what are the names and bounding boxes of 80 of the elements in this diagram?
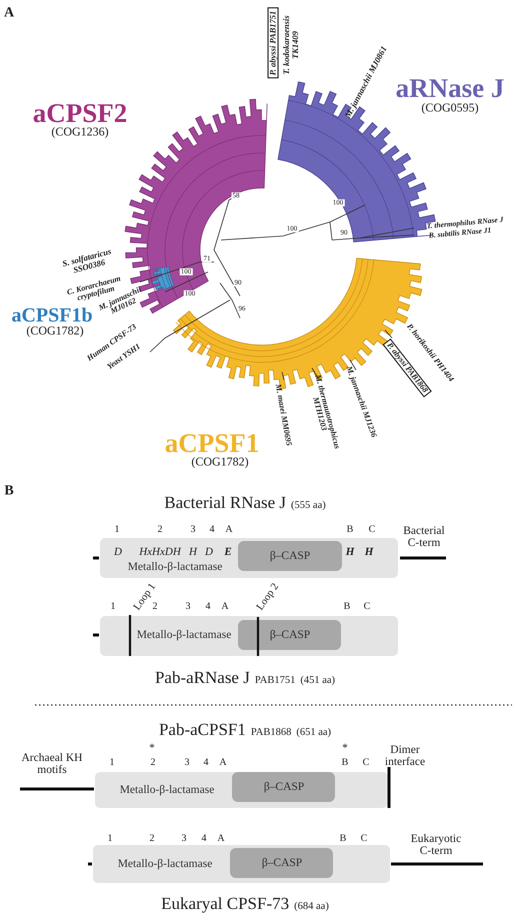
- protein-length: (651 aa): [296, 727, 332, 738]
- motif-label: 3: [184, 758, 190, 768]
- clade-name: aCPSF1b: [11, 306, 93, 326]
- motif-label: A: [225, 524, 233, 536]
- protein-name: Pab-aCPSF1: [158, 721, 246, 739]
- protein-length: (684 aa): [294, 901, 329, 912]
- cog-id: (COG1782): [26, 324, 84, 338]
- cog-id: (COG0595): [421, 102, 479, 114]
- protein-name: Eukaryal CPSF-73: [161, 895, 290, 913]
- domain-label: Metallo-β-lactamase: [136, 629, 232, 641]
- species-label: T. kodokaraensis TK1409: [282, 14, 300, 77]
- motif-label: C: [364, 602, 370, 612]
- domain-label: Metallo-β-lactamase: [120, 784, 214, 796]
- protein-bar: [100, 538, 398, 578]
- motif-label: 3: [186, 602, 190, 612]
- protein-name: Bacterial RNase J: [164, 494, 286, 512]
- domain-label: β–CASP: [270, 629, 310, 641]
- motif-label: 1: [110, 602, 116, 612]
- protein-bar: [95, 772, 388, 808]
- species-label: P. abyssi PAB1751: [268, 8, 278, 78]
- cog-id: (COG1782): [191, 456, 249, 468]
- clade-name: aCPSF1: [164, 428, 260, 458]
- motif-label: A: [221, 602, 229, 612]
- motif-label: C: [360, 834, 368, 844]
- asterisk-mark: *: [342, 743, 348, 755]
- domain-box: [238, 541, 342, 571]
- cog-id: (COG1236): [51, 126, 109, 138]
- protein-bar: [93, 845, 390, 883]
- residue-label: D: [114, 547, 122, 559]
- motif-label: 1: [114, 524, 120, 536]
- domain-label: Metallo-β-lactamase: [118, 858, 212, 870]
- protein-bar: [100, 616, 398, 656]
- motif-label: B: [342, 758, 348, 768]
- motif-label: 2: [152, 602, 158, 612]
- gene-id: PAB1868: [250, 727, 292, 738]
- residue-label: H: [346, 547, 354, 559]
- motif-label: 4: [204, 758, 208, 768]
- motif-label: 3: [182, 834, 186, 844]
- panel-letter: A: [4, 6, 14, 22]
- region-label: Bacterial C-term: [402, 524, 446, 550]
- region-label: Archaeal KH motifs: [21, 752, 83, 776]
- domain-label: β–CASP: [262, 857, 302, 869]
- motif-label: 2: [150, 758, 156, 768]
- motif-label: 2: [150, 834, 154, 844]
- domain-box: [232, 772, 335, 802]
- motif-label: 3: [190, 524, 196, 536]
- domain-box: [230, 848, 333, 878]
- protein-length: (555 aa): [291, 500, 326, 512]
- residue-label: HxHxDH: [139, 547, 181, 559]
- clade-name: aRNase J: [396, 74, 504, 102]
- motif-label: B: [344, 602, 350, 612]
- motif-label: 1: [108, 834, 112, 844]
- residue-label: H: [364, 547, 374, 559]
- protein-length: (451 aa): [300, 675, 336, 686]
- domain-label: β–CASP: [264, 781, 304, 793]
- clade-name: aCPSF2: [32, 98, 128, 128]
- residue-label: H: [189, 547, 197, 559]
- motif-label: B: [346, 524, 354, 536]
- motif-label: C: [362, 758, 370, 768]
- motif-label: 4: [202, 834, 206, 844]
- motif-label: 1: [110, 758, 114, 768]
- panel-letter: B: [4, 484, 14, 500]
- motif-label: C: [368, 524, 376, 536]
- asterisk-mark: *: [149, 743, 155, 755]
- motif-label: A: [219, 758, 227, 768]
- residue-label: E: [224, 547, 232, 559]
- gene-id: PAB1751: [254, 675, 296, 686]
- protein-name: Pab-aRNase J: [154, 669, 250, 687]
- region-label: Eukaryotic C-term: [410, 832, 462, 858]
- motif-label: 4: [210, 524, 214, 536]
- domain-label: Metallo-β-lactamase: [128, 561, 222, 573]
- region-label: Dimer interface: [384, 744, 426, 768]
- motif-label: B: [340, 834, 346, 844]
- species-label: M. mazei MM0695: [273, 384, 293, 446]
- motif-label: A: [217, 834, 225, 844]
- domain-box: [238, 620, 341, 650]
- residue-label: D: [205, 547, 213, 559]
- motif-label: 2: [158, 524, 162, 536]
- domain-label: β–CASP: [270, 550, 310, 562]
- motif-label: 4: [206, 602, 210, 612]
